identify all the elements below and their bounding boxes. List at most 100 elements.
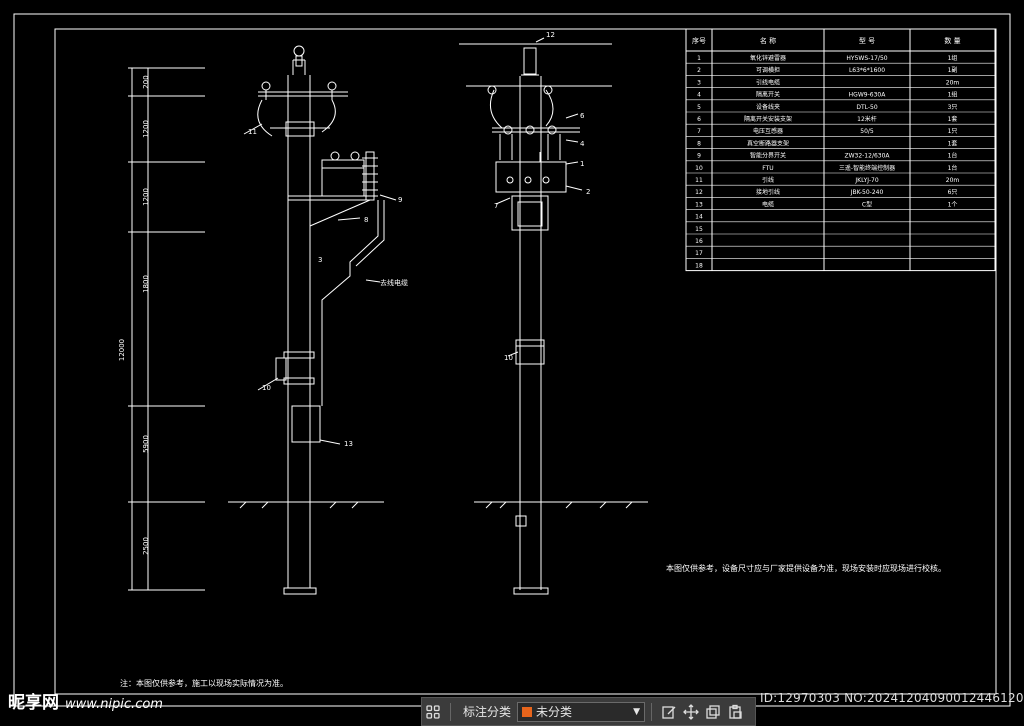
table-cell: 真空断路器支架 bbox=[747, 139, 789, 147]
table-cell: 5 bbox=[697, 104, 701, 111]
table-cell: 8 bbox=[697, 140, 701, 147]
category-select[interactable]: 未分类 ▼ bbox=[517, 701, 646, 722]
table-cell: JBK-50-240 bbox=[850, 189, 884, 196]
table-cell: 6只 bbox=[948, 189, 958, 196]
dimension-label: 12000 bbox=[118, 339, 126, 361]
cable-label: 去线电缆 bbox=[380, 278, 408, 287]
table-cell: 电压互感器 bbox=[753, 127, 783, 135]
callout-number: 4 bbox=[580, 140, 585, 148]
table-cell: 15 bbox=[695, 226, 703, 233]
table-cell: 设备线夹 bbox=[756, 103, 780, 111]
table-cell: ZW32-12/630A bbox=[844, 153, 890, 160]
move-icon[interactable] bbox=[680, 701, 702, 723]
left-leaders bbox=[243, 123, 397, 445]
table-cell: 14 bbox=[695, 214, 703, 221]
callout-number: 9 bbox=[398, 196, 402, 204]
dimension-label: 200 bbox=[142, 75, 150, 88]
callout-number: 6 bbox=[580, 112, 585, 120]
table-cell: 9 bbox=[697, 153, 701, 160]
table-cell: DTL-50 bbox=[856, 104, 878, 111]
callout-number: 7 bbox=[494, 202, 498, 210]
table-cell: 电缆 bbox=[762, 200, 774, 208]
table-cell: 2 bbox=[697, 67, 701, 74]
inner-frame bbox=[54, 28, 997, 695]
table-cell: 17 bbox=[695, 250, 703, 257]
table-cell: L63*6*1600 bbox=[849, 67, 885, 74]
callout-number: 11 bbox=[248, 128, 257, 136]
category-select-value: 未分类 bbox=[536, 705, 573, 719]
table-cell: 13 bbox=[695, 201, 703, 208]
callout-number: 13 bbox=[344, 440, 353, 448]
left-pole-view bbox=[228, 45, 385, 595]
table-header-cell: 型 号 bbox=[859, 36, 875, 45]
table-cell: 智能分界开关 bbox=[750, 152, 786, 160]
table-cell: 接地引线 bbox=[756, 188, 780, 196]
main-note: 本图仅供参考，设备尺寸应与厂家提供设备为准，现场安装时应现场进行校核。 bbox=[666, 563, 946, 573]
table-cell: 12 bbox=[695, 189, 703, 196]
table-cell: 氧化锌避雷器 bbox=[750, 54, 786, 62]
table-cell: C型 bbox=[862, 200, 872, 208]
table-cell: 10 bbox=[695, 165, 703, 172]
table-cell: 可调横担 bbox=[756, 66, 780, 74]
table-cell: 7 bbox=[697, 128, 701, 135]
table-cell: 引线 bbox=[762, 176, 774, 184]
table-cell: 1套 bbox=[948, 139, 958, 147]
dimension-label: 1800 bbox=[142, 275, 150, 293]
table-cell: FTU bbox=[762, 165, 773, 172]
table-cell: 4 bbox=[697, 92, 701, 99]
table-cell: 1台 bbox=[948, 152, 958, 160]
right-leaders bbox=[495, 37, 583, 357]
toolbar-separator bbox=[450, 702, 451, 721]
dimension-label: 1200 bbox=[142, 188, 150, 206]
table-header-cell: 名 称 bbox=[760, 36, 776, 45]
table-cell: 1 bbox=[697, 55, 701, 62]
table-cell: 1套 bbox=[948, 115, 958, 123]
callout-number: 12 bbox=[546, 31, 555, 39]
table-cell: 三遥-智能终端控制器 bbox=[839, 164, 895, 172]
callout-number: 10 bbox=[262, 384, 271, 392]
ground-hatch bbox=[239, 501, 633, 509]
grid-icon[interactable] bbox=[422, 701, 444, 723]
table-cell: 1副 bbox=[948, 66, 958, 74]
callout-number: 2 bbox=[586, 188, 590, 196]
table-cell: 11 bbox=[695, 177, 703, 184]
table-cell: 隔离开关安装支架 bbox=[744, 115, 792, 123]
edit-icon[interactable] bbox=[658, 701, 680, 723]
table-cell: 50/5 bbox=[860, 128, 874, 135]
table-cell: 18 bbox=[695, 262, 703, 269]
table-header-cell: 数 量 bbox=[944, 36, 960, 45]
dimension-lines bbox=[128, 67, 205, 591]
copy-icon[interactable] bbox=[702, 701, 724, 723]
table-cell: 1只 bbox=[948, 128, 958, 135]
dimension-label: 2500 bbox=[142, 537, 150, 555]
table-cell: HGW9-630A bbox=[849, 92, 887, 99]
table-cell: 6 bbox=[697, 116, 701, 123]
watermark-brand: 昵享网 bbox=[8, 693, 59, 713]
toolbar-separator bbox=[651, 702, 653, 721]
image-id-text: ID:12970303 NO:20241204090012446120 bbox=[760, 691, 1024, 705]
callout-number: 10 bbox=[504, 354, 513, 362]
callout-number: 1 bbox=[580, 160, 584, 168]
annotation-toolbar: 标注分类 未分类 ▼ bbox=[421, 697, 756, 726]
table-cell: 1组 bbox=[948, 54, 958, 62]
table-cell: 隔离开关 bbox=[756, 91, 780, 99]
toolbar-label: 标注分类 bbox=[463, 705, 512, 719]
table-cell: 引线电缆 bbox=[756, 78, 780, 86]
paste-icon[interactable] bbox=[724, 701, 746, 723]
category-color-swatch bbox=[522, 706, 533, 717]
bottom-note: 注：本图仅供参考，施工以现场实际情况为准。 bbox=[120, 678, 288, 688]
callout-number: 3 bbox=[318, 256, 322, 264]
table-cell: 1个 bbox=[948, 201, 958, 208]
chevron-down-icon: ▼ bbox=[633, 706, 641, 717]
table-cell: 16 bbox=[695, 238, 703, 245]
table-cell: 20m bbox=[946, 79, 960, 86]
right-pole-view bbox=[459, 43, 648, 595]
table-cell: 12米杆 bbox=[857, 115, 877, 123]
table-cell: 3只 bbox=[948, 104, 958, 111]
table-cell: JKLYJ-70 bbox=[854, 177, 878, 184]
